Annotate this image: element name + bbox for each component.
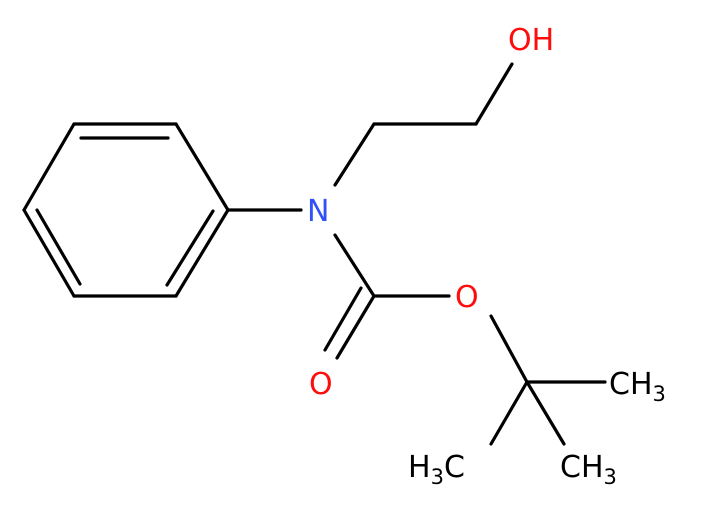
bond-carbonyl-o [323, 286, 363, 352]
bond-o-tertc [489, 314, 529, 384]
bond-ch2-oh [474, 62, 514, 126]
ring-bond [22, 208, 76, 298]
ester-oxygen-label: O [455, 280, 479, 315]
hydroxyl-label: OH [508, 23, 554, 58]
methyl-left-label: H3C [408, 450, 465, 489]
ring-double-bond [165, 209, 215, 287]
bond-tertc-me [525, 380, 566, 446]
methyl-bottom-right-label: CH3 [560, 450, 617, 489]
ring-bond [174, 208, 230, 298]
bond-carbonyl-o [335, 294, 376, 360]
methyl-right-label: CH3 [609, 367, 666, 406]
ring-bond [174, 122, 230, 212]
carbonyl-oxygen-label: O [309, 367, 333, 402]
bond-n-ch2 [333, 122, 376, 187]
ring-double-bond [35, 208, 82, 286]
bond-tertc-me [489, 380, 529, 446]
nitrogen-label: N [307, 194, 329, 229]
bond-n-carbonyl [333, 233, 376, 298]
ring-bond [22, 122, 76, 212]
